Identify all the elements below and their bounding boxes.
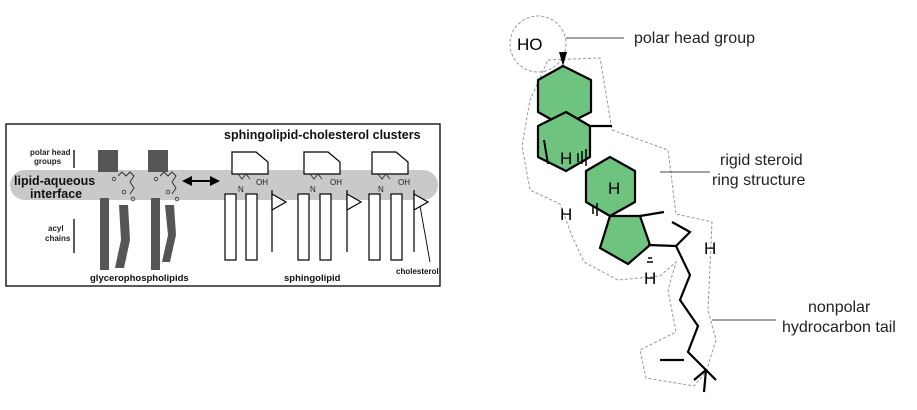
sphingolipid-cluster-3: N OH: [368, 151, 431, 263]
cholesterol-label: cholesterol: [396, 267, 439, 276]
n-label-1: N: [238, 185, 244, 194]
ho-atom-label: HO: [517, 35, 543, 54]
lipid-aqueous-interface-band: [10, 170, 438, 200]
n-label-2: N: [310, 185, 316, 194]
h-atom-label-2: H: [608, 179, 620, 198]
oh-label-2: OH: [330, 178, 342, 187]
h-atom-label-5: H: [704, 239, 716, 258]
acyl-chains-label-line1: acyl: [48, 224, 64, 233]
polar-head-group-label: polar head group: [634, 30, 755, 47]
oh-label-3: OH: [398, 178, 410, 187]
steroid-rings: [536, 64, 652, 266]
interface-label-line2: interface: [30, 187, 82, 201]
oh-label-1: OH: [256, 178, 268, 187]
glycerophospholipids-label: glycerophospholipids: [90, 273, 189, 284]
h-atom-label-3: H: [560, 205, 572, 224]
sphingolipid-label: sphingolipid: [284, 273, 341, 284]
acyl-chains-label-line2: chains: [45, 234, 71, 243]
n-label-3: N: [378, 185, 384, 194]
sphingolipid-cluster-2: N OH: [297, 151, 363, 261]
polar-head-groups-label-line1: polar head: [30, 148, 71, 157]
interface-label-line1: lipid-aqueous: [14, 174, 95, 188]
exchange-double-arrow: [182, 176, 220, 186]
rigid-steroid-label-line2: ring structure: [712, 172, 805, 189]
substituents: [559, 52, 717, 393]
double-bond: [543, 139, 549, 165]
nonpolar-label-line2: hydrocarbon tail: [782, 319, 896, 336]
polar-head-groups-label-line2: groups: [34, 157, 62, 166]
glycerophospholipid-molecule-2: [148, 150, 180, 270]
h-atom-label-4: H: [644, 269, 656, 288]
ring-c: [584, 155, 637, 218]
cluster-title: sphingolipid-cholesterol clusters: [224, 128, 421, 142]
membrane-lipid-panel: polar head groups lipid-aqueous interfac…: [5, 123, 441, 287]
nonpolar-label-line1: nonpolar: [808, 299, 871, 316]
h-atom-label-1: H: [560, 149, 572, 168]
hash-bonds: [577, 149, 653, 263]
rigid-steroid-label-line1: rigid steroid: [720, 152, 803, 169]
ring-d: [598, 214, 652, 266]
sphingolipid-cluster-1: N OH: [224, 151, 288, 261]
ring-b: [536, 110, 592, 173]
panel-border: [5, 123, 441, 287]
glycerophospholipid-molecule-1: [98, 150, 136, 270]
cholesterol-structure-panel: HO H H H H H polar head group rigid ster…: [509, 15, 896, 393]
body-dashed-outline: [521, 57, 717, 387]
head-group-dashed-outline: [509, 15, 567, 73]
